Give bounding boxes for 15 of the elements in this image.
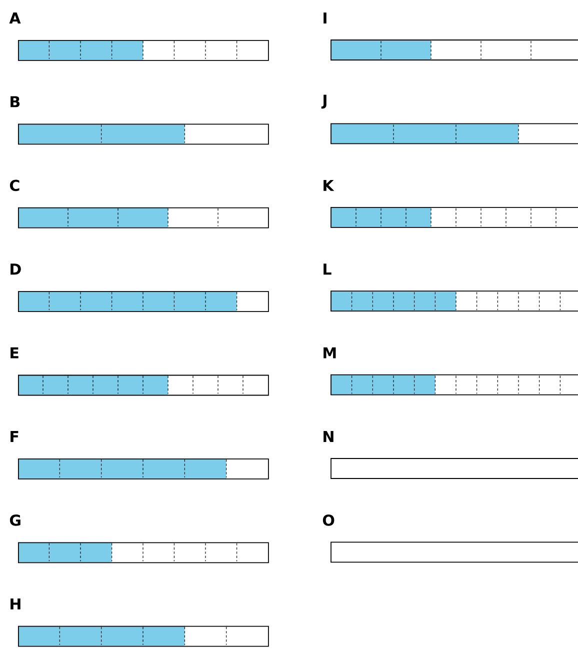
bar-label: O [322, 514, 334, 526]
bar-label: A [9, 12, 21, 24]
bar-label: K [324, 180, 334, 191]
bar-label: H [10, 598, 20, 610]
bar-label: G [10, 514, 20, 526]
bar-label: C [10, 180, 20, 192]
bar-label: F [10, 431, 18, 442]
bar-label: E [10, 347, 18, 358]
bar-label: L [324, 264, 332, 275]
bar-label: I [324, 12, 326, 24]
bar-label: N [324, 431, 334, 442]
bar-label: M [324, 347, 336, 358]
bar-label: J [321, 94, 326, 109]
bar-label: D [10, 264, 21, 275]
bar-label: B [10, 96, 20, 108]
